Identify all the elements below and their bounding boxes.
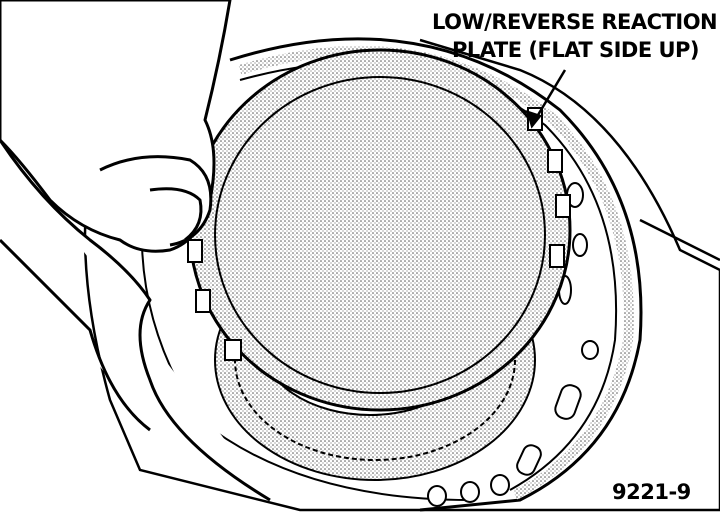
callout-leader [526, 69, 567, 129]
callout-label-line2: PLATE (FLAT SIDE UP) [452, 38, 700, 62]
callout-label-line1: LOW/REVERSE REACTION [432, 10, 718, 34]
reaction-plate [187, 48, 572, 412]
hand [0, 0, 271, 502]
figure-number: 9221-9 [612, 480, 691, 504]
